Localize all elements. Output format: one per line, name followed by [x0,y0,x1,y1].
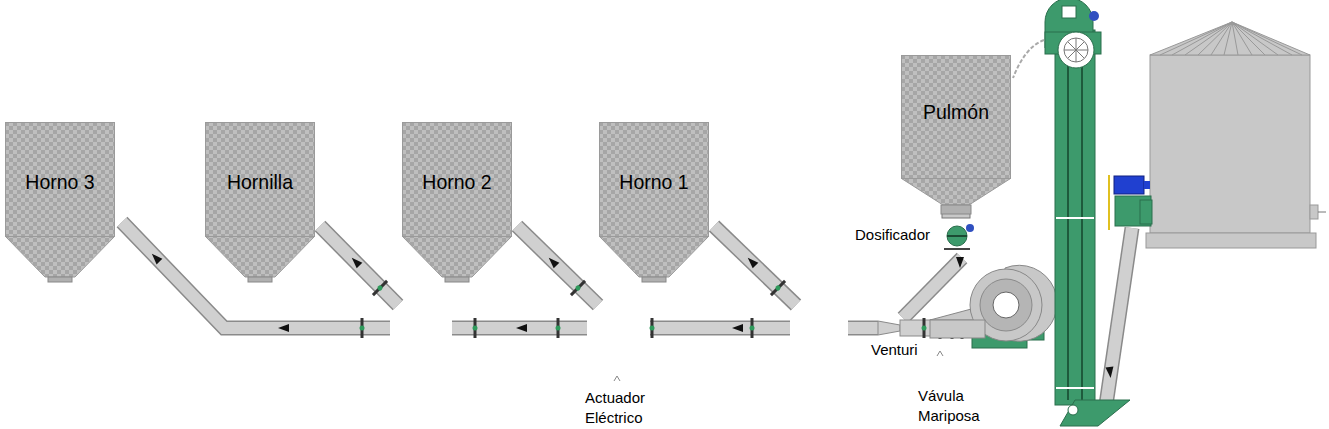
pipe-outline [903,258,962,318]
venturi-throat [878,321,900,335]
flow-arrow [732,324,743,332]
valve [360,318,365,338]
valve-marks [149,251,1115,381]
hopper-shape [402,122,512,283]
pipe [650,322,790,334]
valve [650,318,655,338]
flow-arrow [349,255,362,268]
flow-arrow [546,255,559,268]
hopper-node: Horno 1 [599,122,709,283]
pipe [452,322,587,334]
valve [556,318,561,338]
pipe [517,226,598,305]
valve [569,279,587,297]
flow-arrow [1105,367,1114,379]
pipe [848,322,878,334]
hopper-label: Horno 2 [402,170,512,194]
blower [930,265,1057,348]
part-label: Vávula Mariposa [918,386,990,426]
hopper-shape [5,122,115,283]
pipe [320,226,398,305]
pipe-outline [650,321,790,336]
bucket-elevator [1013,0,1130,426]
hopper-shape [205,122,315,283]
pipe-outline [320,226,398,305]
hopper-node: Hornilla [205,122,315,283]
leader-mark [937,351,943,356]
flow-arrow [149,251,162,264]
hopper-shape [901,55,1011,215]
valve [922,318,927,338]
venturi-pipe [900,320,932,336]
hopper-node: Horno 2 [402,122,512,283]
pipe [1106,228,1132,405]
leader-mark [614,376,620,381]
valve [769,279,787,297]
hopper-label: Horno 3 [5,170,115,194]
storage-silo [1109,22,1326,248]
pipe [122,222,390,328]
part-label: Dosificador [855,225,950,245]
hopper-shape [599,122,709,283]
pipe [714,226,796,305]
flow-arrow [278,324,289,332]
flow-arrow [516,324,527,332]
dosing-valve [942,210,974,249]
pipe-outline [1106,228,1132,405]
hopper-node: Pulmón [901,55,1011,215]
hopper-label: Pulmón [901,100,1011,124]
pipe-outline [452,321,587,336]
pipe-outline [517,226,598,305]
pipe [903,258,962,318]
pipe-outline [714,226,796,305]
part-label: Actuador Eléctrico [585,388,657,428]
hopper-node: Horno 3 [5,122,115,283]
pipe-outline [848,321,878,336]
pipe-outline [122,222,390,328]
flow-arrow [745,255,758,268]
valve [371,279,389,297]
hopper-label: Horno 1 [599,170,709,194]
valve [473,318,478,338]
flow-arrow [956,257,964,268]
valve [750,318,755,338]
part-label: Venturi [871,340,941,360]
hopper-label: Hornilla [205,170,315,194]
